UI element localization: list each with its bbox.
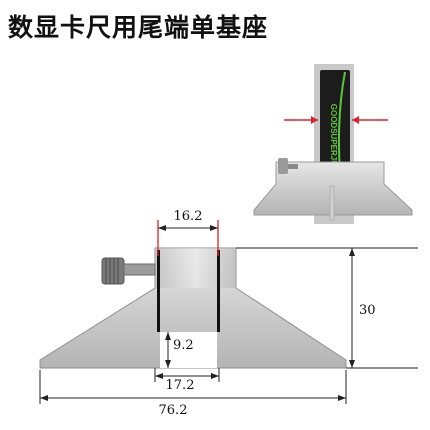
slot-groove-right [217, 250, 220, 332]
page-title: 数显卡尺用尾端单基座 [8, 13, 269, 42]
red-arrowhead-left [311, 116, 318, 124]
dim-slot-width: 16.2 [157, 209, 219, 256]
base-neck [155, 248, 236, 288]
dim-total-width: 76.2 [39, 370, 347, 418]
dim-slot-depth: 9.2 [165, 332, 194, 368]
thumb-screw-knurl [105, 258, 119, 284]
red-arrowhead-right [352, 116, 359, 124]
thumb-screw-head [101, 257, 125, 285]
depth-rod [329, 185, 335, 221]
dim-slot-bottom-width-label: 17.2 [166, 378, 195, 393]
photo-thumb-screw [278, 158, 288, 174]
dim-height: 30 [236, 247, 418, 369]
dim-slot-depth-label: 9.2 [173, 338, 194, 353]
slot-groove-left [157, 250, 160, 332]
thumb-screw-shaft [123, 263, 156, 276]
brand-text: GOODSUPERJUST [329, 104, 338, 177]
dim-slot-width-label: 16.2 [174, 209, 203, 224]
dim-slot-bottom-width: 17.2 [154, 368, 220, 393]
dim-height-label: 30 [359, 303, 376, 318]
photo-screw-shaft [288, 164, 298, 169]
dim-total-width-label: 76.2 [159, 403, 188, 418]
